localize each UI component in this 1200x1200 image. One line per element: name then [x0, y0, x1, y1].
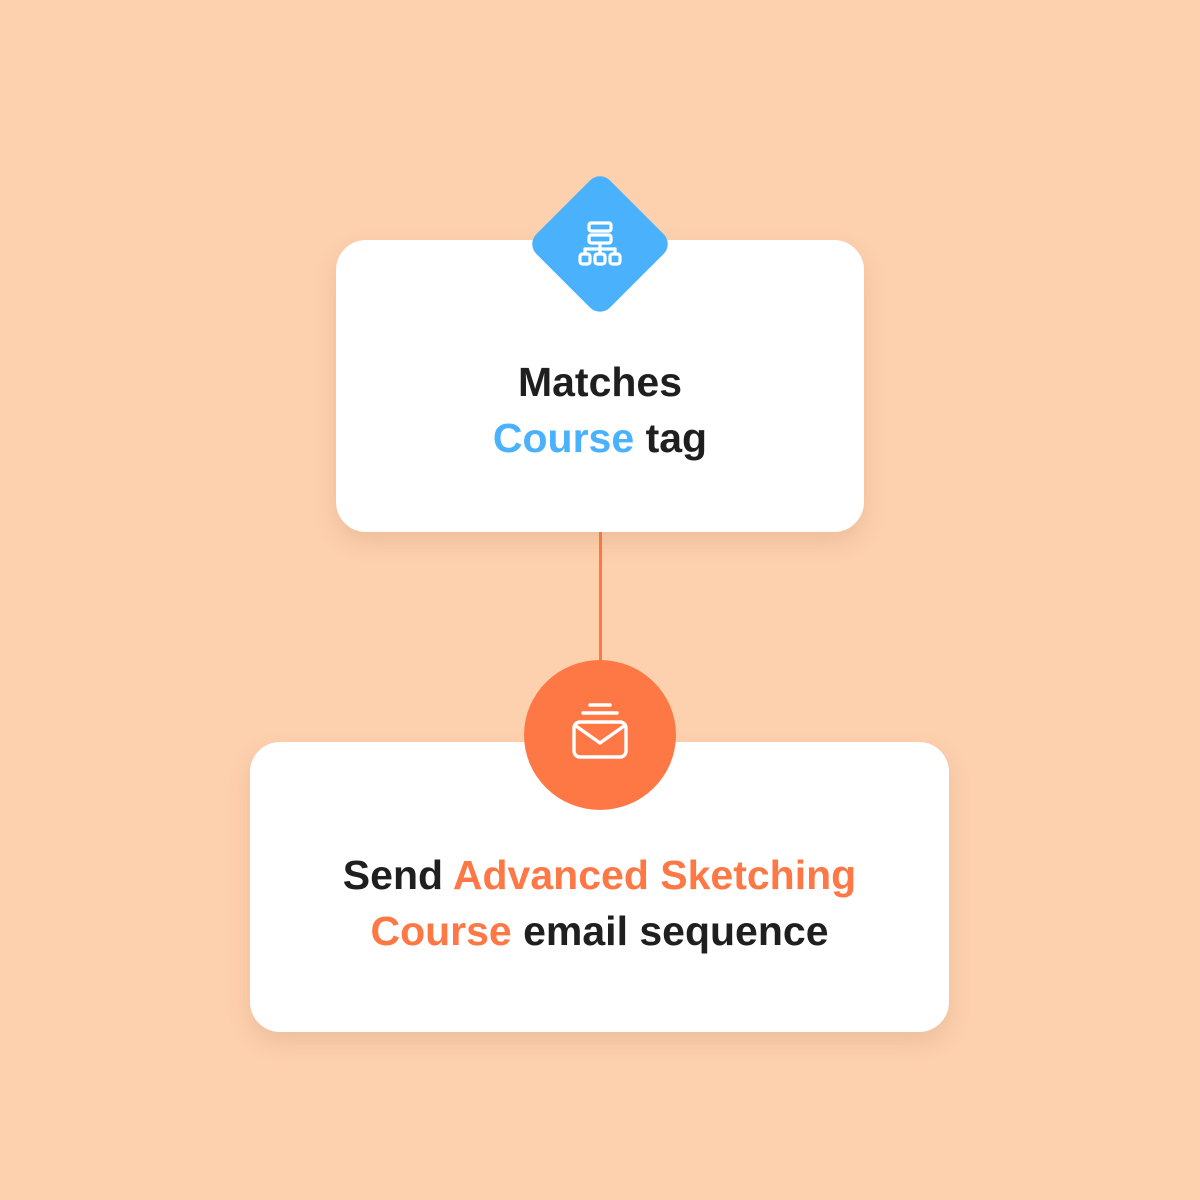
action-highlight-2: Course [370, 908, 512, 954]
condition-line-2: Course tag [336, 410, 864, 466]
action-prefix: Send [342, 852, 453, 898]
action-rest: email sequence [511, 908, 829, 954]
hierarchy-icon [578, 221, 622, 266]
condition-rest: tag [634, 415, 708, 461]
action-highlight-1: Advanced Sketching [452, 852, 857, 898]
action-line-1: Send Advanced Sketching [250, 847, 949, 903]
condition-text: Matches Course tag [336, 354, 864, 466]
action-circle-badge [524, 660, 676, 810]
action-line-2: Course email sequence [250, 903, 949, 959]
condition-line-1: Matches [517, 359, 683, 405]
condition-highlight: Course [492, 415, 635, 461]
action-text: Send Advanced Sketching Course email seq… [250, 847, 949, 959]
workflow-connector [599, 532, 602, 662]
email-sequence-icon [572, 703, 628, 759]
